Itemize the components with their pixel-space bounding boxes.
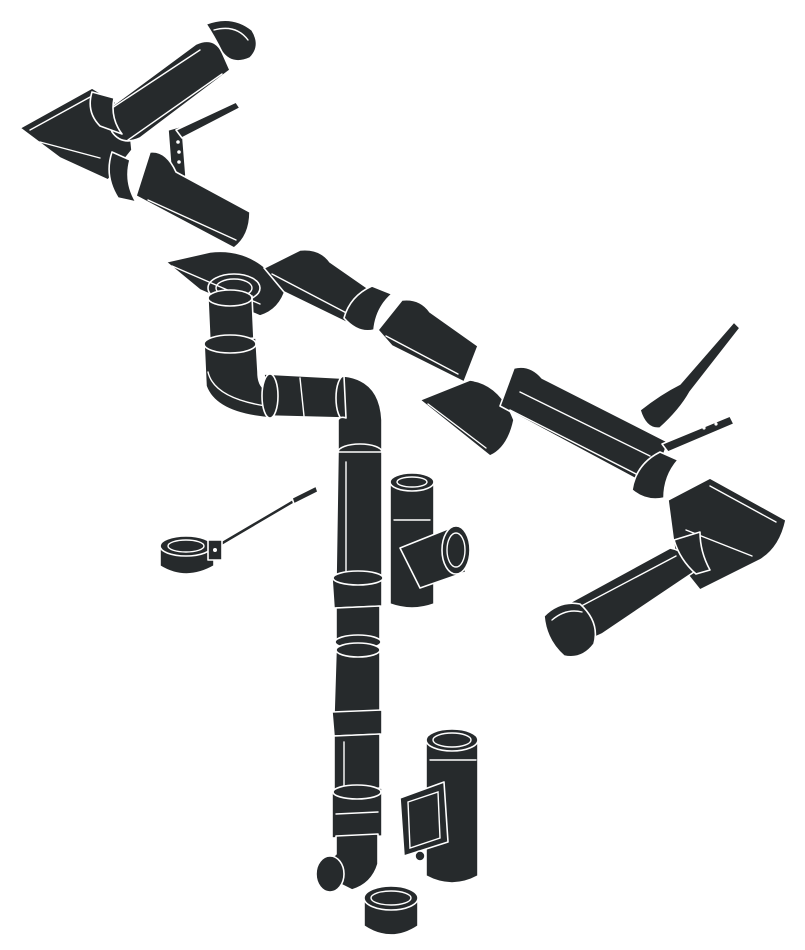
fascia-bracket-icon bbox=[661, 415, 735, 453]
gutter-section-icon bbox=[377, 298, 479, 383]
gutter-corner-right bbox=[543, 321, 787, 658]
gutter-connector-icon bbox=[631, 451, 679, 500]
branch-tee bbox=[389, 472, 471, 609]
gutter-section-icon bbox=[135, 151, 251, 249]
gutter-run-main bbox=[135, 151, 679, 500]
downpipe-section-icon bbox=[335, 451, 383, 581]
downpipe-clip-with-rod bbox=[159, 485, 319, 575]
gutter-section-icon bbox=[103, 40, 231, 142]
inspection-chamber-icon bbox=[425, 739, 479, 884]
fascia-bracket-icon bbox=[639, 321, 741, 429]
downpipe-section-icon bbox=[333, 647, 381, 715]
gutter-connector-icon bbox=[343, 285, 393, 332]
gutter-connector-icon bbox=[89, 91, 123, 135]
downpipe-assembly bbox=[203, 289, 384, 893]
pipe-end-cap bbox=[363, 885, 419, 936]
gutter-end-cap-icon bbox=[205, 19, 258, 62]
downpipe-section-icon bbox=[333, 733, 381, 793]
inspection-chamber bbox=[399, 728, 479, 884]
gutter-corner-top-left bbox=[19, 19, 258, 203]
downpipe-clip-icon bbox=[331, 709, 383, 737]
